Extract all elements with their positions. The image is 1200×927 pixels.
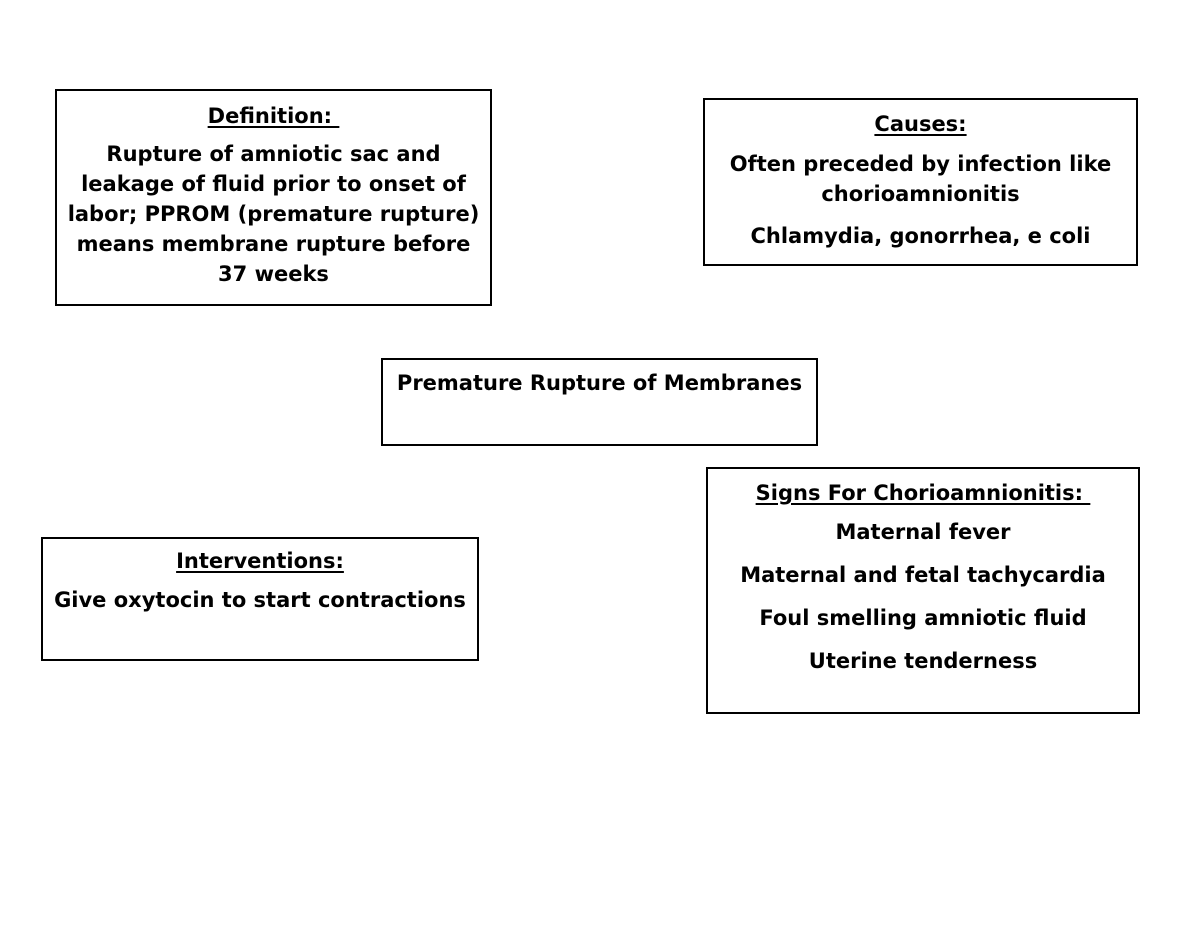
causes-heading: Causes: xyxy=(874,112,967,136)
interventions-box[interactable]: Interventions: Give oxytocin to start co… xyxy=(41,537,479,661)
definition-box[interactable]: Definition: Rupture of amniotic sac and … xyxy=(55,89,492,306)
central-topic-title: Premature Rupture of Membranes xyxy=(396,371,803,395)
causes-box[interactable]: Causes: Often preceded by infection like… xyxy=(703,98,1138,266)
central-topic-box[interactable]: Premature Rupture of Membranes xyxy=(381,358,818,446)
signs-item-maternal-fever: Maternal fever xyxy=(835,520,1011,544)
interventions-heading: Interventions: xyxy=(176,549,344,573)
signs-item-foul-smelling-fluid: Foul smelling amniotic fluid xyxy=(759,606,1087,630)
signs-item-uterine-tenderness: Uterine tenderness xyxy=(808,649,1038,673)
definition-text: Rupture of amniotic sac and leakage of f… xyxy=(67,142,480,286)
causes-text-organisms: Chlamydia, gonorrhea, e coli xyxy=(750,224,1091,248)
signs-heading: Signs For Chorioamnionitis: xyxy=(755,481,1091,505)
signs-for-chorioamnionitis-box[interactable]: Signs For Chorioamnionitis: Maternal fev… xyxy=(706,467,1140,714)
interventions-text: Give oxytocin to start contractions xyxy=(54,588,466,612)
definition-heading: Definition: xyxy=(207,104,340,128)
causes-text-infection: Often preceded by infection like chorioa… xyxy=(729,152,1112,206)
signs-item-tachycardia: Maternal and fetal tachycardia xyxy=(740,563,1106,587)
